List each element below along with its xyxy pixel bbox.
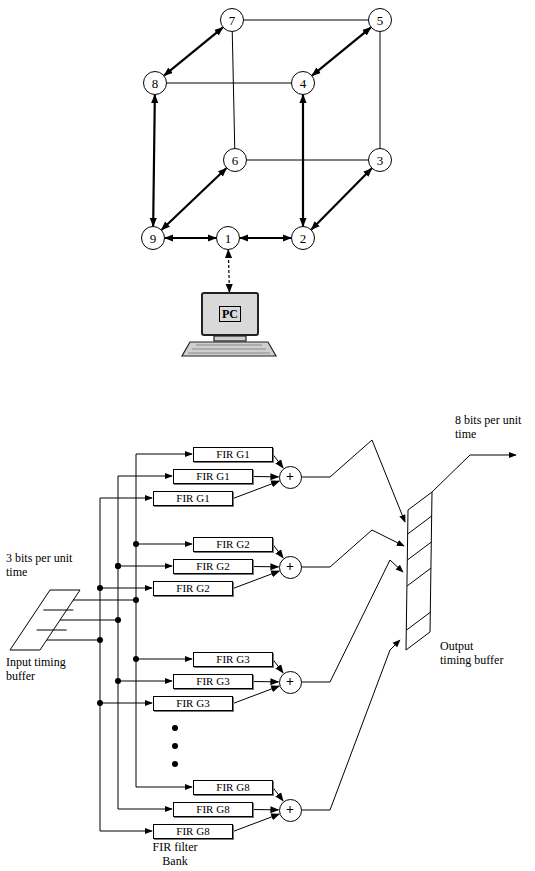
adder-symbol: + [279,556,302,579]
output-arrow [432,455,516,492]
signal-wire [273,660,283,673]
ellipsis-dots [172,611,419,767]
signal-wire [273,455,283,468]
pc-icon [182,336,276,356]
signal-wire [253,476,279,477]
node-circle: 1 [216,226,240,250]
node-circle: 6 [223,148,247,172]
adder-sign: + [286,803,294,817]
fir-filter-box: FIR G2 [173,559,253,574]
adder-sign: + [286,470,294,484]
link-arrow [153,95,155,226]
fir-filter-box: FIR G8 [173,802,253,817]
fir-filter-box: FIR G2 [153,581,233,596]
node-label: FIR G2 [216,539,249,550]
node-label: PC [219,306,241,322]
cube-edge [167,83,291,84]
link-arrow [311,169,371,230]
signal-wire [273,788,283,801]
node-label: 2 [300,232,307,245]
pc-monitor: PC [201,292,259,336]
cube-edge [232,32,234,148]
link-arrow [165,237,216,239]
annotation-label: Output timing buffer [440,640,506,668]
adder-symbol: + [279,466,302,489]
annotation-label: 8 bits per unit time [455,414,529,442]
node-circle: 2 [291,226,315,250]
adder-symbol: + [279,799,302,822]
signal-wire [253,809,279,810]
link-arrow [162,168,227,229]
junction-dots [97,541,139,706]
annotation-label: Input timing buffer [6,656,66,684]
node-label: 4 [300,77,307,90]
node-label: 5 [377,14,384,27]
link-arrow [312,28,370,76]
link-arrow [164,28,222,76]
fir-filter-box: FIR G3 [193,652,273,667]
node-circle: 4 [291,71,315,95]
node-label: 6 [232,154,239,167]
signal-wire [273,545,283,558]
adder-sign: + [286,560,294,574]
link-arrow [302,95,304,226]
node-circle: 3 [368,148,392,172]
node-label: FIR G2 [176,583,209,594]
node-label: FIR G3 [216,654,249,665]
signal-wire [253,566,279,567]
node-label: 7 [229,14,236,27]
node-label: FIR G2 [196,561,229,572]
adder-output-wires [299,440,405,810]
node-label: FIR G3 [196,676,229,687]
node-label: FIR G8 [216,782,249,793]
node-label: FIR G1 [216,449,249,460]
fir-filter-box: FIR G2 [193,537,273,552]
node-label: FIR G1 [196,471,229,482]
node-label: 9 [150,232,157,245]
node-label: FIR G1 [176,493,209,504]
cube-edge [380,32,381,148]
annotation-label: 3 bits per unit time [6,552,76,580]
node-circle: 8 [143,71,167,95]
fir-filter-box: FIR G8 [193,780,273,795]
node-label: 3 [377,154,384,167]
signal-wire [253,681,279,682]
fir-filter-box: FIR G1 [193,447,273,462]
link-arrow [228,250,229,292]
output-buffer [406,492,432,650]
node-circle: 5 [368,8,392,32]
cube-edge [244,20,368,21]
input-bus [47,454,192,831]
link-arrow [240,237,291,239]
fir-filter-box: FIR G3 [153,696,233,711]
fir-filter-box: FIR G8 [153,824,233,839]
node-circle: 7 [220,8,244,32]
adder-symbol: + [279,671,302,694]
annotation-label: FIR filter Bank [140,841,210,869]
node-label: FIR G8 [176,826,209,837]
node-label: FIR G8 [196,804,229,815]
fir-filter-box: FIR G3 [173,674,253,689]
cube-edge [247,160,368,161]
node-label: 1 [225,232,232,245]
adder-sign: + [286,675,294,689]
node-label: FIR G3 [176,698,209,709]
node-label: 8 [152,77,159,90]
fir-filter-box: FIR G1 [173,469,253,484]
fir-filter-box: FIR G1 [153,491,233,506]
node-circle: 9 [141,226,165,250]
